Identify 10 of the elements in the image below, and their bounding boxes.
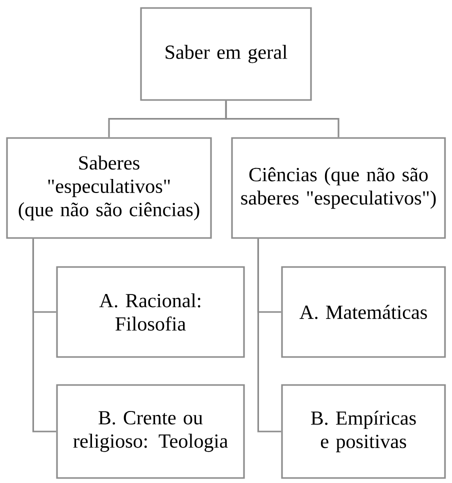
connector-line: [257, 238, 282, 432]
connector-line: [32, 238, 56, 432]
text-box: Saberes "especulativos" (que não são ciências): [6, 137, 212, 239]
text-box: Ciências (que não são saberes "especulativos"): [231, 137, 446, 239]
text-box: B. Crente ou religioso: Teologia: [56, 384, 245, 479]
text-box: A. Racional: Filosofia: [56, 266, 245, 358]
text-box: B. Empíricas e positivas: [281, 384, 446, 479]
text-box: A. Matemáticas: [281, 266, 446, 358]
connector-line: [225, 100, 340, 138]
text-box: Saber em geral: [140, 7, 312, 101]
